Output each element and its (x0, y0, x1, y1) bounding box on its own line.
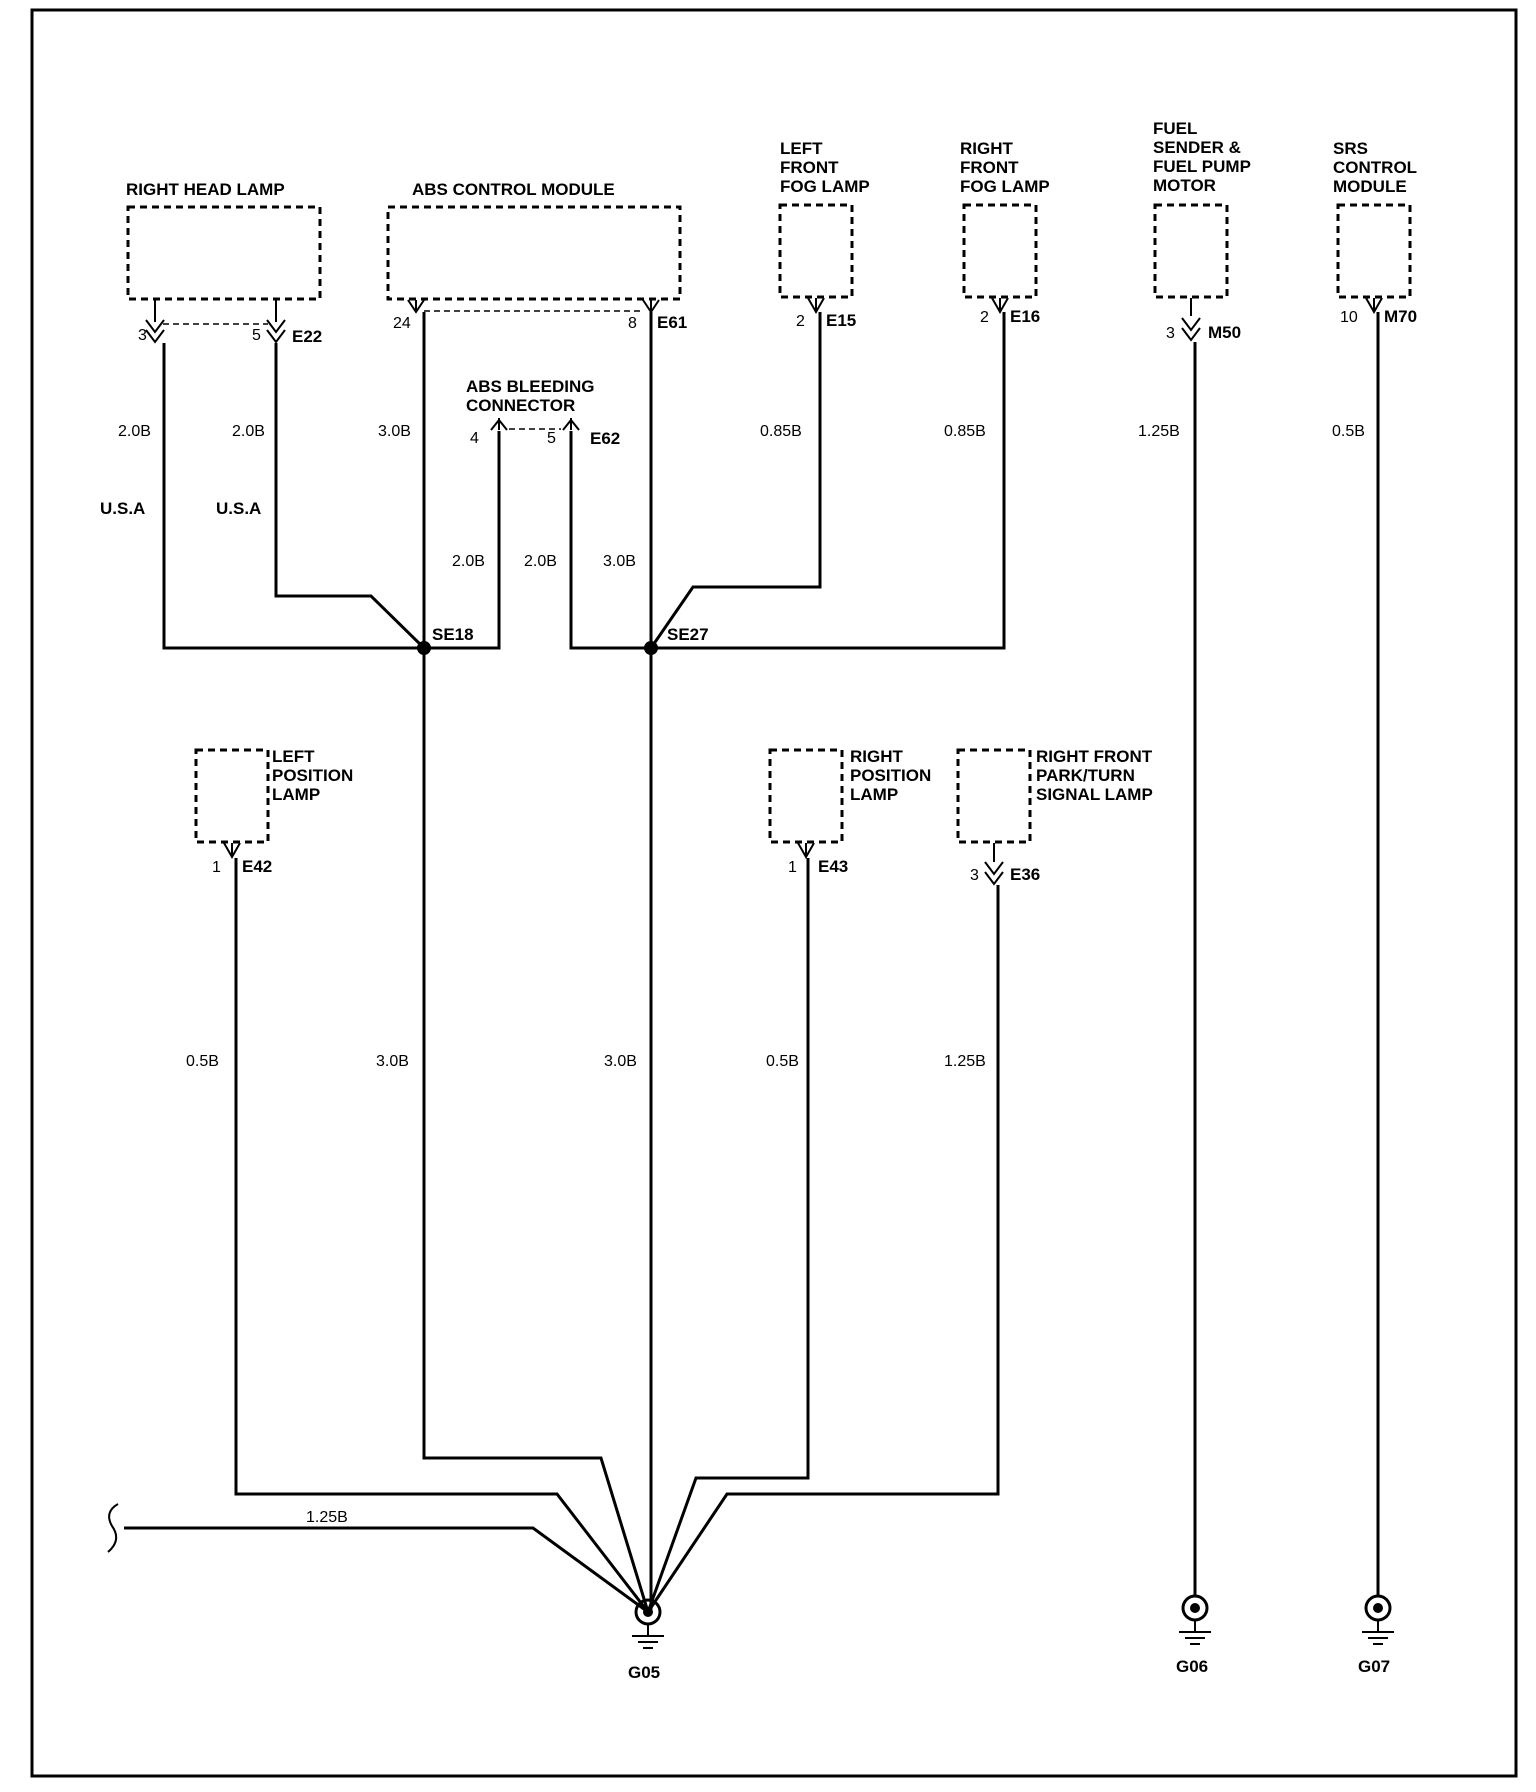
wire-label-lpos: 0.5B (186, 1053, 219, 1070)
wire-headlamp-pin3 (162, 343, 424, 650)
wire-label-hl1: 2.0B (118, 423, 151, 440)
ground-g05-label: G05 (628, 1663, 660, 1682)
e22-pin5-number: 5 (252, 327, 261, 344)
e43-connector (797, 842, 815, 860)
right-head-lamp-label: RIGHT HEAD LAMP (126, 180, 285, 199)
left-front-fog-lamp-box (778, 203, 854, 299)
e61-connector-id: E61 (657, 313, 687, 332)
wire-label-se27-down: 3.0B (604, 1053, 637, 1070)
right-front-fog-lamp-box (962, 203, 1038, 299)
e16-pin-number: 2 (980, 309, 989, 326)
splice-se27 (644, 641, 658, 655)
e62-pin4-connector (490, 418, 508, 431)
ground-g05-symbol (632, 1598, 664, 1649)
m70-pin-number: 10 (1340, 309, 1358, 326)
wire-label-hl2: 2.0B (232, 423, 265, 440)
wire-label-bleed5: 2.0B (524, 553, 557, 570)
e43-pin-number: 1 (788, 859, 797, 876)
e15-pin-number: 2 (796, 313, 805, 330)
m70-connector-id: M70 (1384, 307, 1417, 326)
m50-pin-number: 3 (1166, 325, 1175, 342)
right-front-park-turn-label: RIGHT FRONT PARK/TURN SIGNAL LAMP (1036, 747, 1157, 804)
splice-se27-label: SE27 (667, 625, 709, 644)
note-usa-2: U.S.A (216, 499, 261, 518)
wire-left-fog (649, 312, 822, 649)
splice-se18 (417, 641, 431, 655)
abs-control-module-label: ABS CONTROL MODULE (412, 180, 615, 199)
wire-label-rpos: 0.5B (766, 1053, 799, 1070)
wire-label-se18-down: 3.0B (376, 1053, 409, 1070)
wire-right-fog (651, 312, 1006, 650)
wire-label-abs24: 3.0B (378, 423, 411, 440)
e43-connector-id: E43 (818, 857, 848, 876)
wire-label-lfog: 0.85B (760, 423, 802, 440)
ground-g06-label: G06 (1176, 1657, 1208, 1676)
e22-connector-id: E22 (292, 327, 322, 346)
e22-pin3-number: 3 (138, 327, 147, 344)
e42-connector (223, 842, 241, 860)
abs-bleeding-connector-label: ABS BLEEDING CONNECTOR (466, 377, 599, 415)
wire-label-extra: 1.25B (306, 1509, 348, 1526)
wire-left-position (234, 858, 650, 1613)
srs-control-module-box (1336, 203, 1412, 299)
wire-label-rpark: 1.25B (944, 1053, 986, 1070)
right-position-lamp-label: RIGHT POSITION LAMP (850, 747, 936, 804)
right-front-park-turn-box (956, 748, 1032, 844)
e36-pin-number: 3 (970, 867, 979, 884)
right-head-lamp-box (126, 205, 322, 301)
fuel-sender-box (1153, 203, 1229, 299)
e16-connector (991, 297, 1009, 315)
e62-connector-id: E62 (590, 429, 620, 448)
right-front-fog-lamp-label: RIGHT FRONT FOG LAMP (960, 139, 1050, 196)
left-front-fog-lamp-label: LEFT FRONT FOG LAMP (780, 139, 870, 196)
e61-pin8-connector (642, 299, 660, 314)
e61-pin24-number: 24 (393, 315, 411, 332)
wire-se18-bleed4 (424, 431, 501, 650)
wire-right-position (646, 858, 810, 1613)
left-position-lamp-box (194, 748, 270, 844)
wire-label-fuel: 1.25B (1138, 423, 1180, 440)
right-position-lamp-box (768, 748, 844, 844)
e61-pin8-number: 8 (628, 315, 637, 332)
wire-headlamp-pin5 (274, 343, 426, 650)
e61-pin24-connector (407, 299, 425, 314)
srs-control-module-label: SRS CONTROL MODULE (1333, 139, 1421, 196)
wire-abs-pin24 (422, 312, 650, 1613)
e22-pin3-connector (145, 300, 165, 344)
splice-se18-label: SE18 (432, 625, 474, 644)
e22-pin5-connector (266, 300, 286, 344)
e36-connector-id: E36 (1010, 865, 1040, 884)
e15-connector (807, 297, 825, 315)
e16-connector-id: E16 (1010, 307, 1040, 326)
wire-right-park-turn (646, 885, 1000, 1613)
wire-incoming-left (124, 1526, 649, 1614)
wire-label-srs: 0.5B (1332, 423, 1365, 440)
m70-connector (1365, 297, 1383, 315)
wire-label-bleed4: 2.0B (452, 553, 485, 570)
m50-connector (1181, 298, 1201, 342)
wire-label-rfog: 0.85B (944, 423, 986, 440)
ground-g06-symbol (1179, 1594, 1211, 1645)
wire-break-symbol (107, 1503, 119, 1553)
e42-pin-number: 1 (212, 859, 221, 876)
wire-label-abs8: 3.0B (603, 553, 636, 570)
left-position-lamp-label: LEFT POSITION LAMP (272, 747, 358, 804)
diagram-frame (30, 8, 1518, 1778)
e62-pin4-number: 4 (470, 430, 479, 447)
e62-pin5-number: 5 (547, 430, 556, 447)
fuel-sender-label: FUEL SENDER & FUEL PUMP MOTOR (1153, 119, 1255, 195)
abs-control-module-box (386, 205, 682, 301)
ground-g07-label: G07 (1358, 1657, 1390, 1676)
e15-connector-id: E15 (826, 311, 856, 330)
wire-bleed5-se27 (569, 431, 651, 650)
e36-connector (984, 843, 1004, 886)
e62-pin5-connector (562, 418, 580, 431)
e42-connector-id: E42 (242, 857, 272, 876)
note-usa-1: U.S.A (100, 499, 145, 518)
m50-connector-id: M50 (1208, 323, 1241, 342)
ground-g07-symbol (1362, 1594, 1394, 1645)
